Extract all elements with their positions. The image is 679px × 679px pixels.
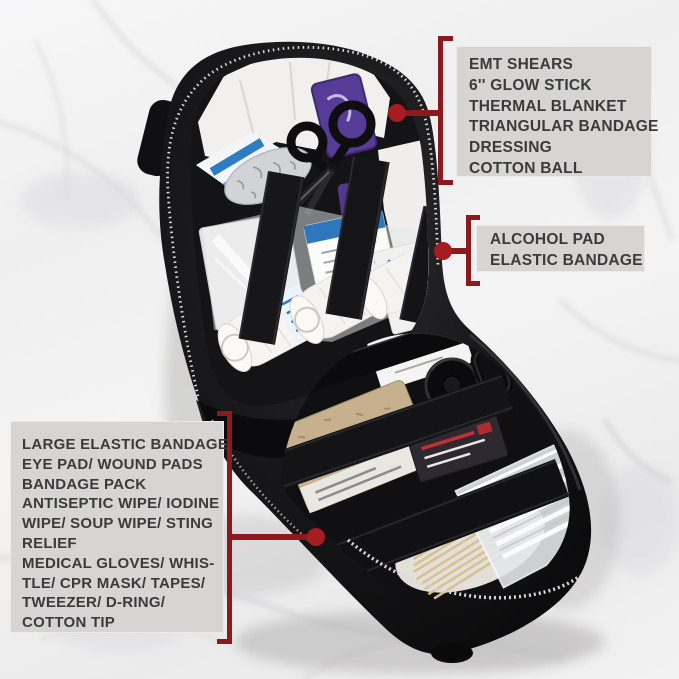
callout-box-top-contents: EMT SHEARS 6'' GLOW STICK THERMAL BLANKE… xyxy=(456,46,659,177)
callout-line: EMT SHEARS xyxy=(469,56,574,73)
callout-dot xyxy=(434,242,452,260)
callout-line: TRIANGULAR BANDAGE xyxy=(469,118,659,136)
callout-line: LARGE ELASTIC BANDAGE xyxy=(22,436,229,453)
callout-line: MEDICAL GLOVES/ WHIS- xyxy=(22,554,215,572)
callout-dot xyxy=(388,104,406,122)
callout-line: ALCOHOL PAD xyxy=(490,231,605,248)
flap-contents xyxy=(196,57,429,372)
callout-line: DRESSING xyxy=(469,139,552,157)
zipper-teeth xyxy=(166,45,582,600)
callout-line: 6'' GLOW STICK xyxy=(469,76,592,94)
callout-line: RELIEF xyxy=(22,534,77,552)
callout-connectors xyxy=(217,36,480,644)
body-elastic-straps xyxy=(281,374,570,581)
pouch-illustration xyxy=(137,41,592,663)
callout-line: EYE PAD/ WOUND PADS xyxy=(22,455,203,473)
callout-line: ANTISEPTIC WIPE/ IODINE xyxy=(22,495,220,513)
callout-dot xyxy=(307,528,325,546)
callout-line: WIPE/ SOUP WIPE/ STING xyxy=(22,515,214,533)
callout-line: TLE/ CPR MASK/ TAPES/ xyxy=(22,574,206,592)
callout-line: BANDAGE PACK xyxy=(22,475,147,493)
callout-box-middle-contents: ALCOHOL PAD ELASTIC BANDAGE xyxy=(476,225,645,272)
callout-line: COTTON TIP xyxy=(22,614,116,632)
flap-elastic-straps xyxy=(238,155,429,345)
callout-line: ELASTIC BANDAGE xyxy=(490,251,643,269)
body-contents xyxy=(281,333,570,600)
flap-body-junction-shadow xyxy=(196,342,470,458)
callout-connector-top-right xyxy=(388,36,453,185)
callout-line: THERMAL BLANKET xyxy=(469,97,627,115)
pouch-edge-highlight xyxy=(469,333,582,491)
callout-line: COTTON BALL xyxy=(469,159,583,177)
callout-connector-middle-right xyxy=(434,215,480,286)
callout-connector-bottom-left xyxy=(217,411,325,644)
callout-line: TWEEZER/ D-RING/ xyxy=(22,594,166,612)
callout-box-bottom-contents: LARGE ELASTIC BANDAGE EYE PAD/ WOUND PAD… xyxy=(10,421,229,633)
bandage-pack-graphic xyxy=(407,413,509,483)
pouch-foot xyxy=(431,643,473,663)
